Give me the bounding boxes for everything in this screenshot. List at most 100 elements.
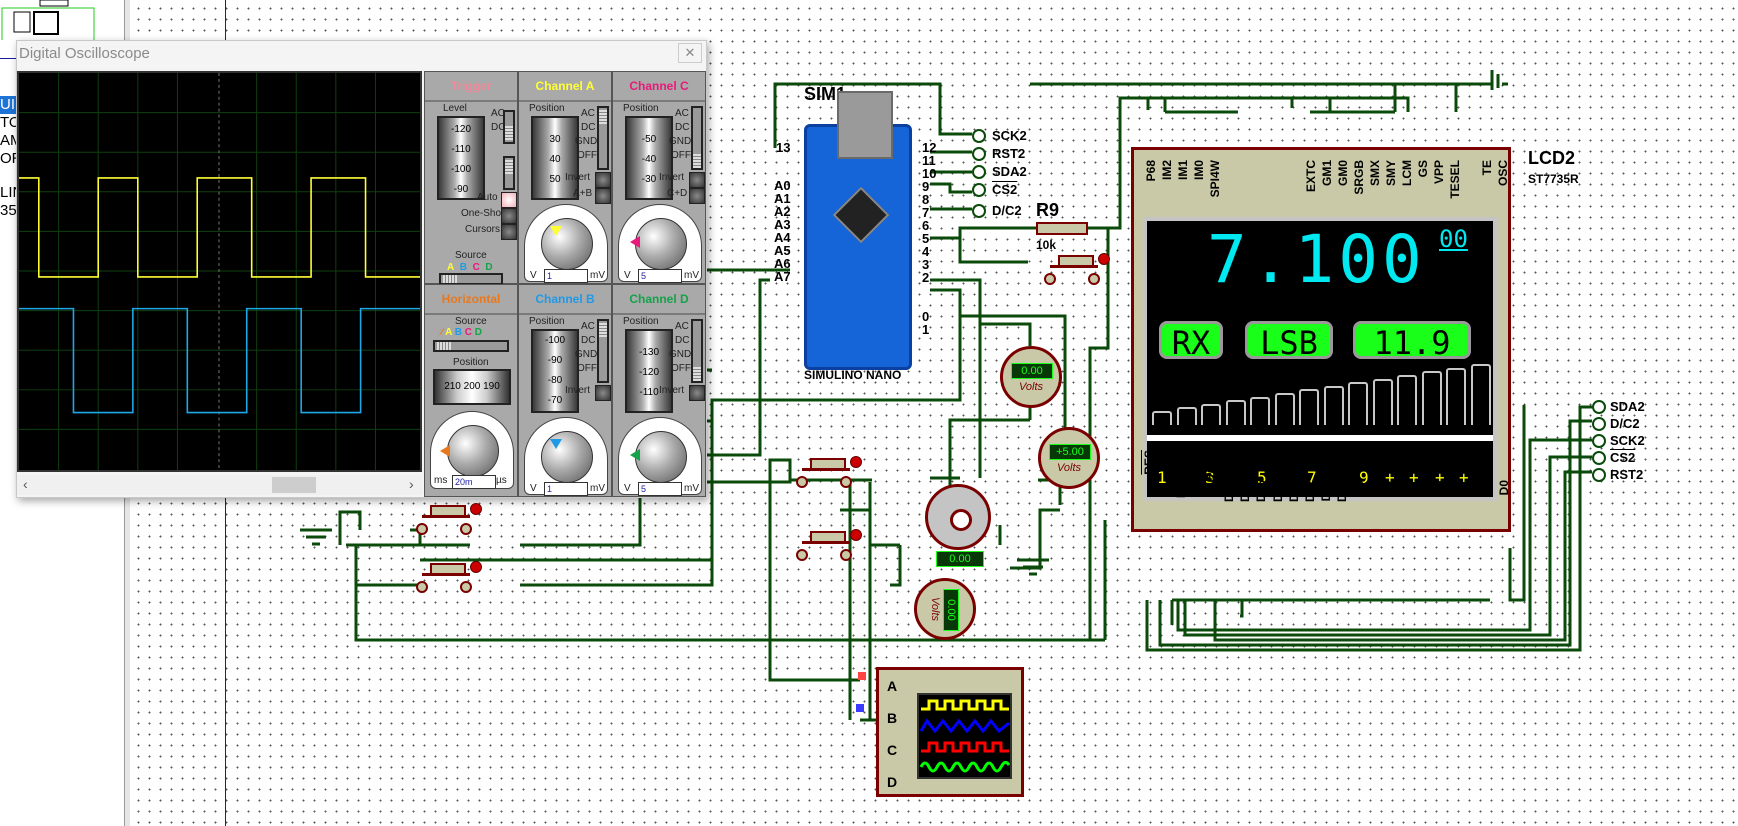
channel-d-invert-button[interactable] [689,385,705,401]
net-terminal[interactable] [972,165,986,179]
net-terminal[interactable] [972,147,986,161]
trigger-coupling-switch[interactable] [503,110,515,144]
channel-c-title: Channel C [613,72,705,102]
net-label-sda2: SDA2 [1610,399,1645,414]
schematic-preview-thumbnail[interactable] [0,0,124,40]
auto-button[interactable] [501,192,517,208]
pin-state-indicator [858,672,866,680]
s-meter-bar [1446,367,1466,425]
scroll-right-icon[interactable]: › [409,476,414,492]
s-meter-scale-label: + [1409,468,1419,487]
button-actuator-icon[interactable] [850,456,862,468]
voltmeter[interactable]: +5.00 Volts [1038,427,1100,489]
s-meter-bar [1274,393,1295,425]
lcd-pin-label: D14 [1270,480,1285,503]
lcd-pin-label: GM0 [1336,160,1350,187]
oscilloscope-window[interactable]: Digital Oscilloscope ✕ ‹ › Trigger Level… [16,40,707,498]
channel-b-coupling-switch[interactable] [597,319,609,383]
pin-label: 11 [922,153,936,168]
channel-c-volts-input[interactable]: 5 [638,269,682,283]
channel-d-position-drum[interactable]: -130 -120 -110 [625,329,673,413]
lcd-pin-label: GS [1416,160,1430,178]
horizontal-scrollbar[interactable]: ‹ › [17,475,422,495]
motor-shaft-icon [950,509,972,531]
source-c-label: C [472,262,480,273]
net-terminal[interactable] [1592,400,1606,414]
channel-a-volts-input[interactable]: 1 [544,269,588,283]
button-actuator-icon[interactable] [1098,253,1110,265]
unit-us-label: µs [496,475,507,486]
channel-a-position-drum[interactable]: 30 40 50 [531,116,579,200]
channel-b-invert-button[interactable] [595,385,611,401]
trigger-level-drum[interactable]: -120 -110 -100 -90 [437,116,485,200]
cursors-button[interactable] [501,224,517,240]
sideband-badge: LSB [1245,321,1333,362]
s-meter-scale-label: 1 [1157,468,1167,487]
lcd-pin-label: D13 [1286,480,1301,503]
knob-pointer-icon [630,236,640,248]
one-shot-button[interactable] [501,208,517,224]
st7735-lcd-component[interactable]: P68 IM2 IM1 IM0 SPI4W EXTC GM1 GM0 SRGB … [1131,147,1511,532]
channel-a-coupling-switch[interactable] [597,106,609,170]
pin-label: 7 [922,205,930,220]
oscilloscope-component[interactable]: A B C D [876,667,1024,797]
pushbutton[interactable] [792,456,862,488]
trace-channel-b [19,307,420,414]
channel-c-coupling-switch[interactable] [691,106,703,170]
resistor-r9[interactable] [1036,222,1088,235]
scale-label: 190 [483,381,500,392]
scroll-left-icon[interactable]: ‹ [23,476,28,492]
channel-b-position-drum[interactable]: -100 -90 -80 -70 [531,329,579,413]
button-actuator-icon[interactable] [470,561,482,573]
coupling-dc-label: DC [581,335,596,346]
channel-a-invert-button[interactable] [595,172,611,188]
arduino-nano-component[interactable] [804,91,912,370]
channel-d-panel: Channel D Position -130 -120 -110 AC DC … [612,284,706,497]
horizontal-position-drum[interactable]: 210 200 190 [433,369,511,405]
coupling-off-label: OFF [577,150,597,161]
net-terminal[interactable] [1592,451,1606,465]
c-plus-d-button[interactable] [689,188,705,204]
trigger-panel: Trigger Level -120 -110 -100 -90 AC DC A… [424,71,518,285]
button-actuator-icon[interactable] [470,503,482,515]
channel-c-invert-button[interactable] [689,172,705,188]
position-label: Position [529,316,565,327]
invert-label: Invert [565,385,591,396]
a-plus-b-button[interactable] [595,188,611,204]
pin-label: A5 [774,243,791,258]
channel-d-coupling-switch[interactable] [691,319,703,383]
channel-b-volts-input[interactable]: 1 [544,482,588,496]
s-meter-scale-label: 9 [1359,468,1369,487]
net-label-sda2: SDA2 [992,164,1027,179]
pushbutton[interactable] [412,561,482,593]
scrollbar-thumb[interactable] [272,477,316,493]
net-terminal[interactable] [1592,468,1606,482]
net-terminal[interactable] [1592,417,1606,431]
lcd-label: LCD2 [1528,148,1576,168]
channel-c-position-drum[interactable]: -50 -40 -30 [625,116,673,200]
close-button[interactable]: ✕ [678,43,702,63]
voltmeter[interactable]: 0.00 Volts [1000,346,1062,408]
pushbutton[interactable] [792,529,862,561]
lcd-pin-label: CS [1158,450,1172,467]
button-actuator-icon[interactable] [850,529,862,541]
channel-d-volts-input[interactable]: 5 [638,482,682,496]
net-terminal[interactable] [972,183,986,197]
lcd-pin-label: D0 [1497,480,1512,496]
voltmeter[interactable]: 0.00 Volts [914,578,976,640]
pin-label: 12 [922,140,937,155]
scale-label: 40 [549,154,561,165]
position-label: Position [529,103,565,114]
horizontal-source-slider[interactable] [433,340,509,352]
pushbutton[interactable] [1040,253,1110,285]
timebase-input[interactable]: 20m [452,475,496,489]
net-terminal[interactable] [972,204,986,218]
net-terminal[interactable] [1592,434,1606,448]
trigger-edge-switch[interactable] [503,156,515,190]
pushbutton[interactable] [412,503,482,535]
s-meter-bar [1250,396,1270,425]
net-terminal[interactable] [972,129,986,143]
s-meter-scale-line [1147,435,1493,441]
dc-motor[interactable] [925,484,991,550]
